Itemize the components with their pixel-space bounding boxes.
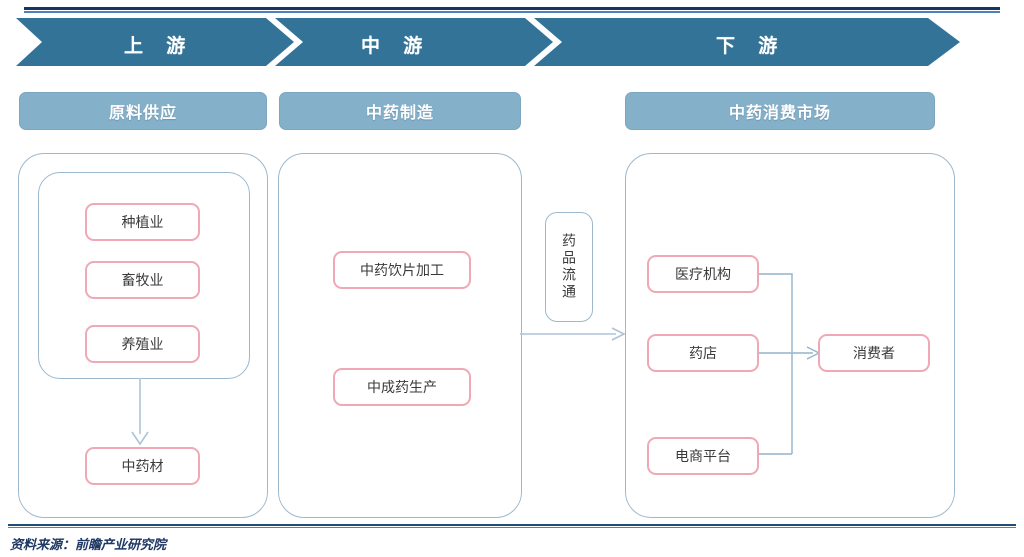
connector-midstream-to-downstream (520, 327, 626, 341)
banner-label-upstream: 上 游 (124, 36, 195, 57)
node-planting-industry[interactable]: 种植业 (85, 203, 200, 241)
node-medical-institution[interactable]: 医疗机构 (647, 255, 759, 293)
banner-segment-midstream[interactable] (275, 18, 553, 66)
stage-header-raw-material-supply[interactable]: 原料供应 (19, 92, 267, 130)
value-chain-banner: 上 游 中 游 下 游 (16, 18, 960, 66)
banner-segment-downstream[interactable] (534, 18, 960, 66)
node-patent-medicine-production[interactable]: 中成药生产 (333, 368, 471, 406)
source-note: 资料来源：前瞻产业研究院 (10, 537, 167, 552)
banner-label-downstream: 下 游 (716, 36, 787, 57)
node-pharmacy[interactable]: 药店 (647, 334, 759, 372)
banner-label-midstream: 中 游 (361, 36, 432, 57)
node-animal-husbandry[interactable]: 畜牧业 (85, 261, 200, 299)
top-rule-dark (24, 7, 1000, 10)
panel-midstream (278, 153, 522, 518)
node-ecommerce-platform[interactable]: 电商平台 (647, 437, 759, 475)
node-herb-material[interactable]: 中药材 (85, 447, 200, 485)
stage-header-tcm-manufacturing[interactable]: 中药制造 (279, 92, 521, 130)
stage-header-tcm-consumer-market[interactable]: 中药消费市场 (625, 92, 935, 130)
node-aquaculture[interactable]: 养殖业 (85, 325, 200, 363)
banner-shape (16, 18, 960, 66)
top-rule-light (24, 11, 1000, 13)
footer-rule-dark (8, 524, 1016, 526)
footer-rule-light (8, 527, 1016, 528)
node-herbal-slice-processing[interactable]: 中药饮片加工 (333, 251, 471, 289)
node-consumer[interactable]: 消费者 (818, 334, 930, 372)
banner-segment-upstream[interactable] (16, 18, 294, 66)
node-drug-distribution[interactable]: 药品流通 (545, 212, 593, 322)
